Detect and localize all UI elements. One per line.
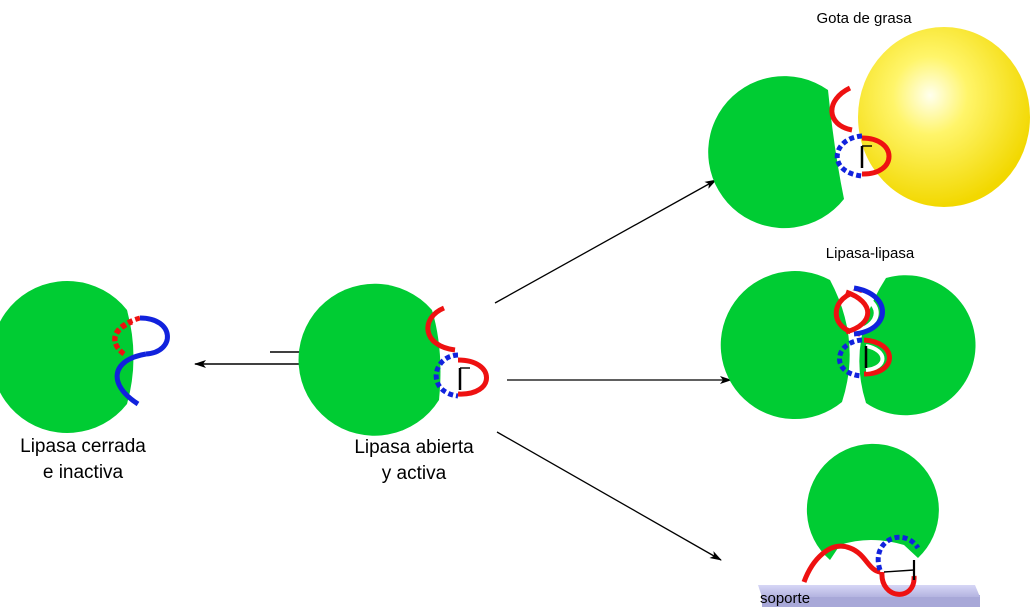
fat-drop-active-site-blue-dashed (834, 133, 863, 179)
support-slab (758, 585, 980, 597)
lipase-dimer (720, 271, 976, 420)
open-lipase (298, 283, 489, 436)
fat-drop-lid-red-bottom (861, 135, 892, 177)
closed-lid-blue-lower (114, 351, 147, 407)
fat-drop-lid-red-top (829, 85, 853, 133)
support-lid-red-left (801, 543, 881, 583)
fat-drop-label: Gota de grasa (816, 10, 912, 27)
support-lipase-body (806, 443, 939, 560)
arrow-to-support (496, 431, 722, 561)
open-lid-red-bottom (457, 357, 489, 397)
closed-lipase-body (0, 281, 134, 433)
arrow-to-fat-drop (494, 179, 717, 304)
open-lipase-label-line2: y activa (382, 463, 447, 484)
fat-drop (858, 27, 1030, 207)
support-slab-side (762, 595, 980, 607)
support-lid-red-bottom (879, 571, 917, 597)
lipase-on-fat-drop (708, 27, 1030, 229)
closed-lid-red-lower (112, 319, 134, 357)
dimer-lid-blue-right (853, 285, 885, 337)
dimer-lipase-right-body (859, 275, 976, 416)
support-active-site-blue-dashed (875, 534, 921, 571)
dimer-lid-white-lower (865, 344, 885, 372)
closed-lid-red-upper (112, 315, 141, 356)
closed-lipase-label-line2: e inactiva (43, 462, 124, 483)
open-lipase-label-line1: Lipasa abierta (354, 437, 474, 458)
support-catalytic-mark (883, 569, 915, 573)
dimer-lid-red-inner (845, 289, 871, 335)
open-lipase-body (298, 283, 441, 436)
open-active-site-blue-dashed (433, 352, 459, 399)
closed-lid-blue-upper (139, 315, 170, 357)
dimer-label: Lipasa-lipasa (826, 245, 915, 262)
dimer-lid-red-lower (863, 337, 892, 377)
support-label: soporte (760, 590, 810, 607)
closed-lipase-label-line1: Lipasa cerrada (20, 436, 146, 457)
closed-lipase (0, 281, 170, 433)
fat-drop-lipase-body (708, 76, 844, 229)
open-lid-red-top (425, 305, 456, 353)
lipase-on-support (758, 443, 980, 607)
dimer-lipase-left-body (720, 271, 850, 420)
